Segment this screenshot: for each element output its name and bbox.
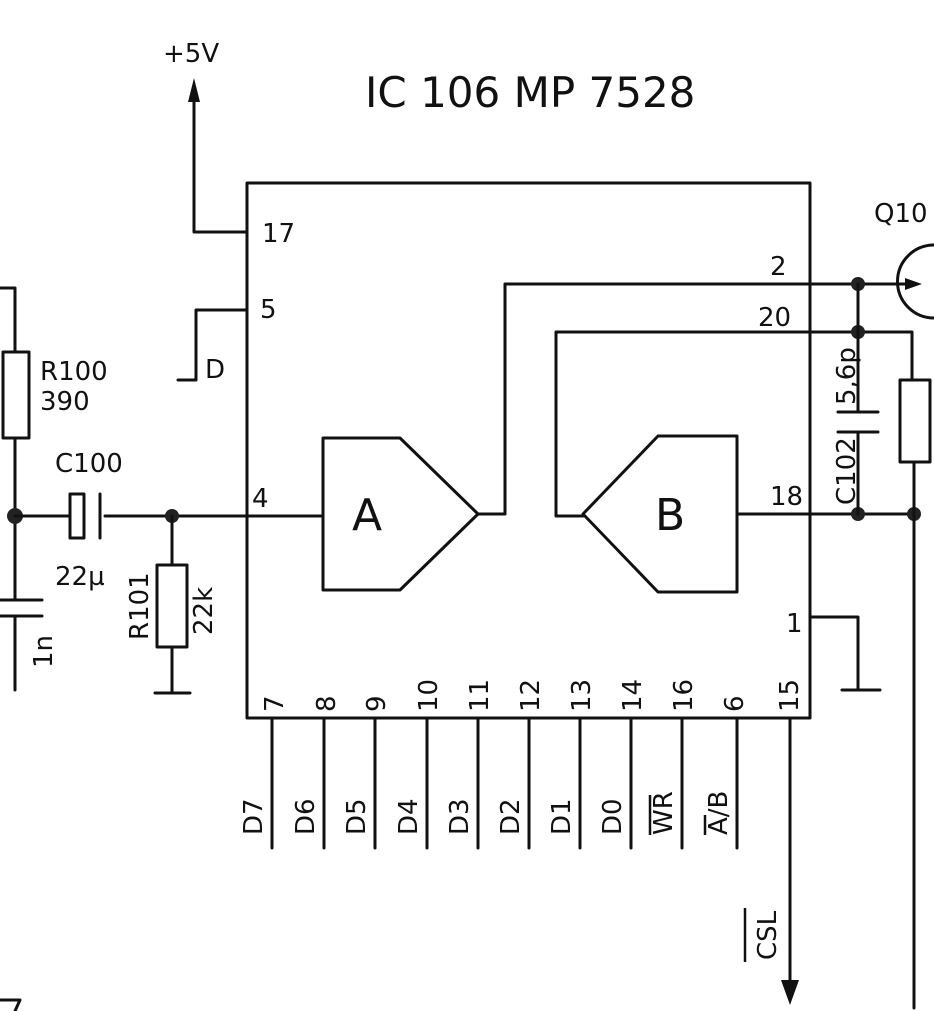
pin-label: 7 [260, 695, 290, 712]
signal-label: D1 [547, 798, 577, 835]
q10-symbol [896, 243, 934, 320]
r101-resistor [155, 563, 189, 649]
pin-label: 14 [618, 679, 648, 712]
amplifier-a-shape [321, 436, 480, 592]
pin-label: 9 [362, 695, 392, 712]
pin-label: 11 [465, 679, 495, 712]
r100-resistor [1, 350, 31, 440]
feedback-resistor [898, 378, 932, 464]
signal-label: D6 [291, 798, 321, 835]
c100-label: C100 [55, 449, 123, 479]
q10-label: Q10 [874, 199, 928, 229]
supply-wire [192, 98, 249, 234]
pin-5-wire [176, 308, 249, 382]
pin-1-label: 1 [786, 609, 803, 639]
amplifier-b-shape [581, 434, 739, 594]
signal-label: D4 [394, 798, 424, 835]
signal-label: D2 [496, 798, 526, 835]
c100-plate-left [68, 492, 86, 540]
r101-label: R101 [125, 572, 155, 640]
pin-2-label: 2 [770, 252, 787, 282]
pin-label: 16 [669, 679, 699, 712]
r100-label: R100 [40, 357, 108, 387]
signal-label: D3 [445, 798, 475, 835]
signal-label: A/B [704, 791, 734, 835]
pin-label: 15 [775, 679, 805, 712]
amp-a-output-wire [476, 282, 907, 516]
amplifier-a-label: A [352, 490, 382, 541]
bottom-pin-labels: 7 8 9 10 11 12 13 14 16 6 15 [260, 679, 805, 712]
pin-label: 6 [720, 695, 750, 712]
signal-label: WR [649, 791, 679, 835]
pin-20-wire [554, 330, 914, 518]
signal-label: D5 [342, 798, 372, 835]
c102-value: 5,6p [832, 347, 862, 405]
pin-label: 12 [516, 679, 546, 712]
pin-label: 13 [567, 679, 597, 712]
amplifier-b-label: B [655, 490, 685, 541]
signal-label: D7 [239, 798, 269, 835]
c100-value: 22µ [55, 562, 105, 592]
pin-2-arrow [905, 278, 922, 290]
r100-top-wire [0, 286, 17, 354]
supply-label: +5V [163, 39, 219, 69]
pin-label: 10 [414, 679, 444, 712]
pin-18-label: 18 [770, 482, 803, 512]
r101-value: 22k [189, 587, 219, 635]
pin-20-label: 20 [758, 303, 791, 333]
ic-body [245, 181, 812, 720]
csl-arrow [781, 980, 799, 1005]
signal-label: D0 [598, 798, 628, 835]
c-left-value: 1n [29, 635, 59, 668]
pin-1-wire [808, 615, 860, 692]
r100-value: 390 [40, 387, 90, 417]
supply-arrow [188, 78, 200, 102]
c102-label: C102 [832, 437, 862, 505]
chip-title: IC 106 MP 7528 [365, 68, 695, 117]
csl-label: CSL [753, 910, 783, 960]
pin-5-label: 5 [260, 295, 277, 325]
pin-17-label: 17 [262, 219, 295, 249]
pin-label: 8 [312, 695, 342, 712]
pin-4-label: 4 [252, 484, 269, 514]
bus-signal-labels: D7 D6 D5 D4 D3 D2 D1 D0 WR A/B [239, 791, 734, 835]
partial-mark [0, 998, 22, 1011]
digital-ground-label: D [205, 355, 225, 385]
data-bus-lines [270, 716, 739, 850]
